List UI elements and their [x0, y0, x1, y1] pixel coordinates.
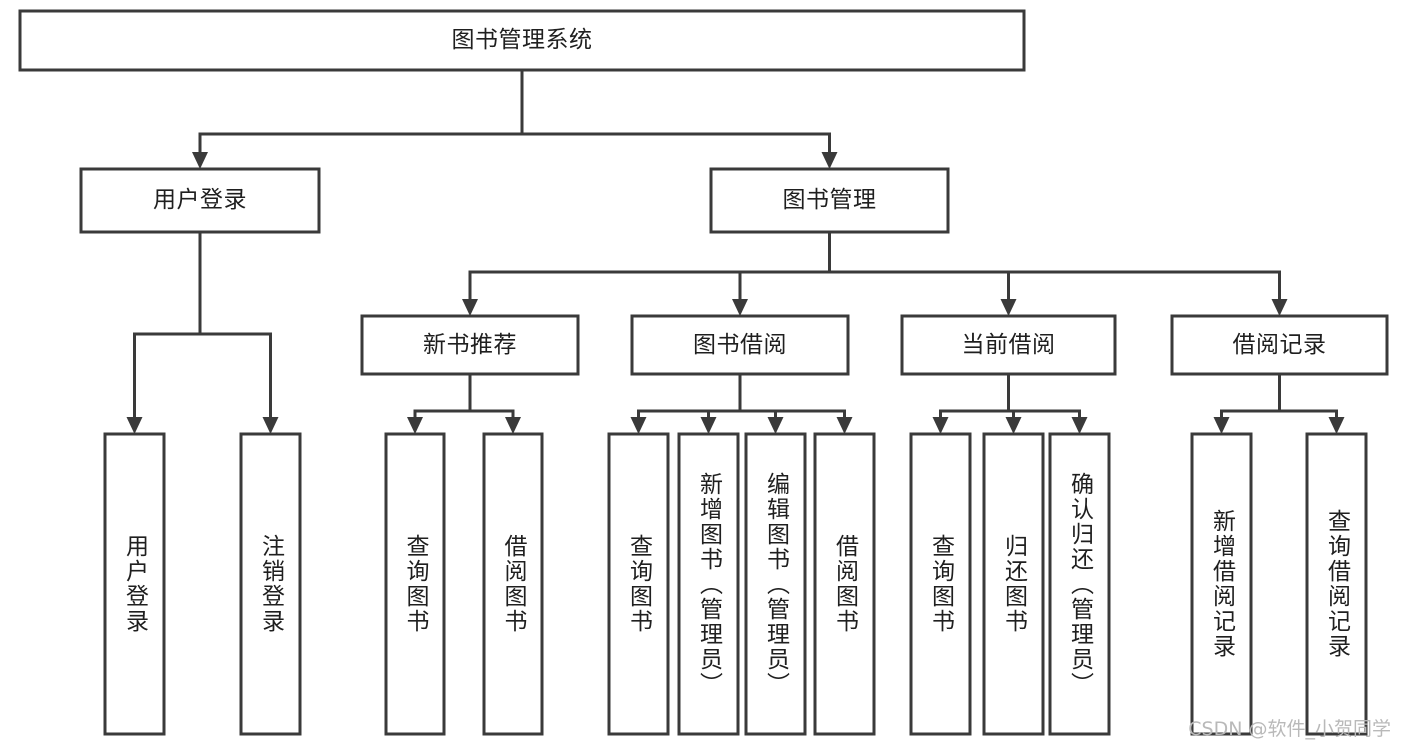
user-login-to-user-logout-leaf-arrowhead [262, 417, 279, 434]
node-borrow-books-2[interactable] [813, 432, 876, 736]
node-root-system[interactable] [18, 9, 1026, 72]
book-management-to-current-borrow-arrowhead [1000, 299, 1017, 316]
box-layer [18, 9, 1389, 736]
current-borrow-to-return-books-arrowhead [1005, 417, 1022, 434]
new-book-recommend-to-query-books-1-arrowhead [407, 417, 423, 434]
connector-layer [126, 68, 1345, 434]
node-query-books-2[interactable] [607, 432, 670, 736]
new-book-recommend-to-borrow-books-1-arrowhead [505, 417, 521, 434]
node-return-books[interactable] [982, 432, 1045, 736]
node-edit-book-admin[interactable] [744, 432, 807, 736]
node-add-book-admin[interactable] [677, 432, 740, 736]
node-book-management[interactable] [709, 167, 950, 234]
user-login-to-user-login-leaf-arrowhead [126, 417, 143, 434]
borrow-records-to-query-borrow-record-arrowhead [1328, 417, 1345, 434]
node-query-borrow-record[interactable] [1305, 432, 1368, 736]
node-add-borrow-record[interactable] [1190, 432, 1253, 736]
node-query-books-3[interactable] [909, 432, 972, 736]
book-management-to-borrow-records-arrowhead [1271, 299, 1288, 316]
node-user-logout-leaf[interactable] [239, 432, 302, 736]
book-borrow-to-borrow-books-2-arrowhead [836, 417, 853, 434]
book-management-to-book-borrow-arrowhead [732, 299, 748, 316]
book-borrow-to-query-books-2-arrowhead [630, 417, 647, 434]
root-to-book-management-arrowhead [821, 152, 838, 169]
node-borrow-books-1[interactable] [482, 432, 544, 736]
node-new-book-recommend[interactable] [360, 314, 580, 376]
node-current-borrow[interactable] [900, 314, 1117, 376]
node-confirm-return-admin[interactable] [1048, 432, 1111, 736]
node-user-login-leaf[interactable] [103, 432, 166, 736]
node-query-books-1[interactable] [384, 432, 446, 736]
book-borrow-to-edit-book-admin-arrowhead [767, 417, 784, 434]
root-to-user-login-arrowhead [192, 152, 208, 169]
book-management-to-new-book-recommend-arrowhead [462, 299, 478, 316]
current-borrow-to-query-books-3-arrowhead [932, 417, 949, 434]
node-user-login[interactable] [79, 167, 321, 234]
book-borrow-to-add-book-admin-arrowhead [700, 417, 717, 434]
node-borrow-records[interactable] [1170, 314, 1389, 376]
node-book-borrow[interactable] [630, 314, 850, 376]
current-borrow-to-confirm-return-admin-arrowhead [1071, 417, 1088, 434]
borrow-records-to-add-borrow-record-arrowhead [1213, 417, 1230, 434]
